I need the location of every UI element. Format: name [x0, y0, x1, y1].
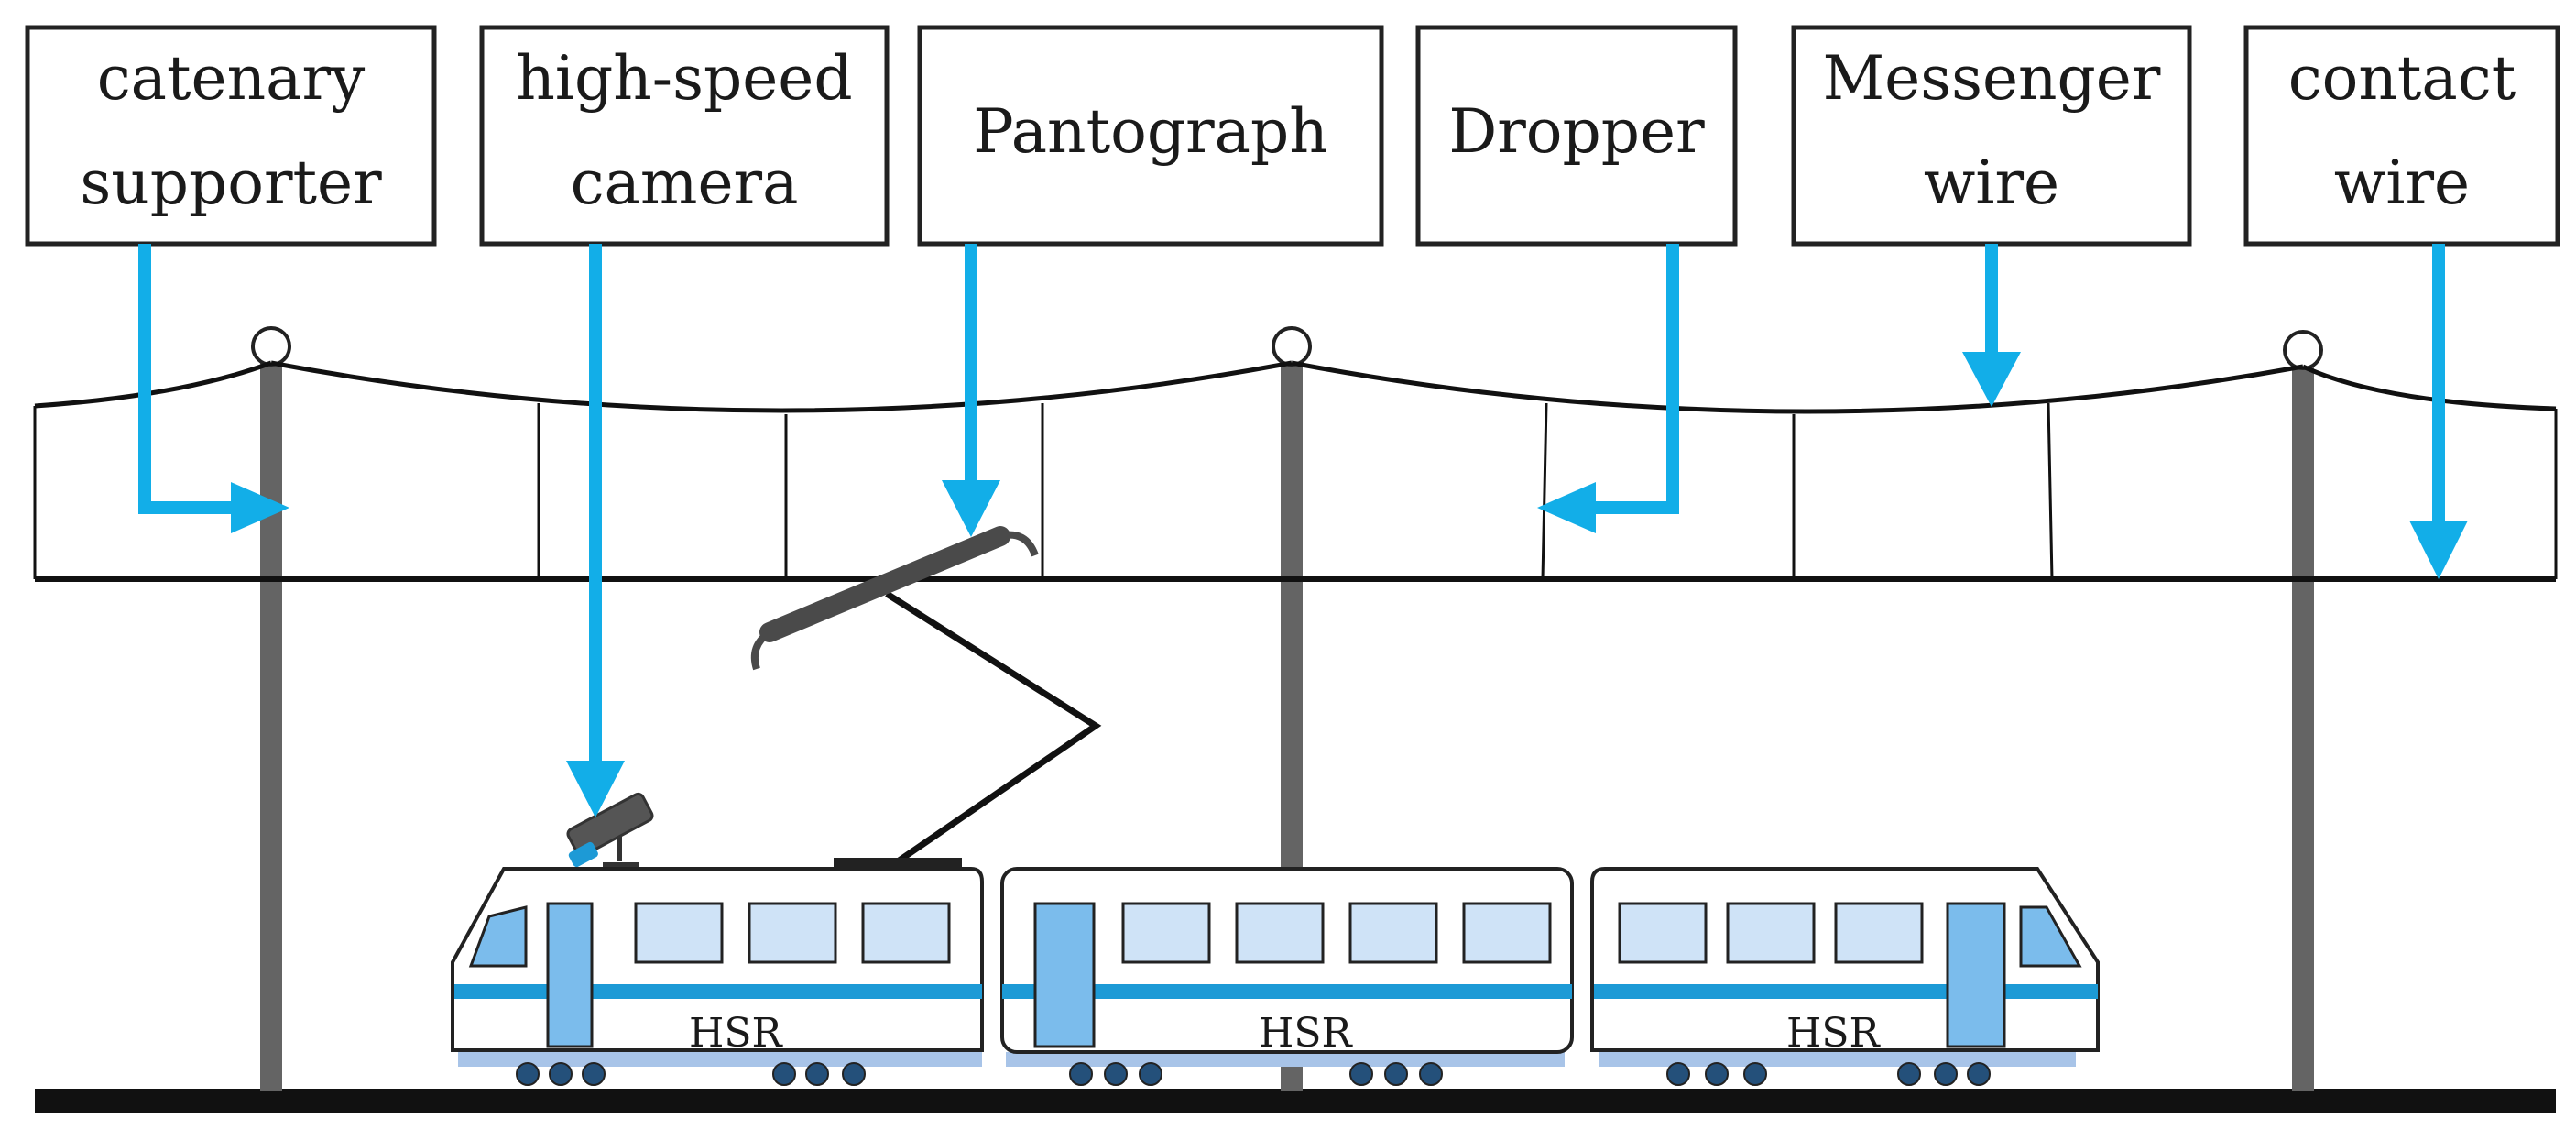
label-box-messenger-wire: Messenger wire	[1791, 25, 2192, 247]
label-box-catenary-supporter: catenary supporter	[25, 25, 437, 247]
catenary-supporter-line-2: supporter	[80, 148, 382, 218]
train-car-2: HSR	[1000, 867, 1574, 1086]
contact-wire-line-1: contact	[2288, 43, 2516, 114]
arrow-dropper	[1583, 244, 1679, 514]
train-car-1: HSR	[451, 867, 984, 1086]
pole-1	[251, 326, 291, 1091]
label-box-high-speed-camera: high-speed camera	[479, 25, 890, 247]
messenger-wire-line-1: Messenger	[1823, 43, 2161, 114]
dropper-label: Dropper	[1448, 96, 1705, 167]
catenary-supporter-line-1: catenary	[97, 43, 366, 114]
label-box-contact-wire: contact wire	[2243, 25, 2560, 247]
leader-arrows	[138, 244, 2445, 766]
car-2-label: HSR	[1259, 1010, 1354, 1057]
messenger-wire-line-2: wire	[1924, 148, 2059, 218]
high-speed-camera-line-1: high-speed	[516, 43, 852, 114]
label-box-dropper: Dropper	[1415, 25, 1738, 247]
pantograph-label: Pantograph	[973, 96, 1327, 167]
pole-3	[2283, 330, 2323, 1091]
droppers	[33, 402, 2558, 580]
contact-wire-line-2: wire	[2334, 148, 2470, 218]
ground-rail	[35, 1089, 2556, 1113]
pantograph	[750, 526, 1102, 869]
arrowheads	[231, 352, 2468, 817]
label-box-pantograph: Pantograph	[917, 25, 1384, 247]
camera-device	[566, 792, 654, 868]
messenger-wire	[34, 360, 2557, 414]
car-1-label: HSR	[689, 1010, 784, 1057]
car-3-label: HSR	[1786, 1010, 1882, 1057]
high-speed-camera-line-2: camera	[571, 148, 799, 218]
arrow-catenary-supporter	[138, 244, 240, 514]
train-car-3: HSR	[1590, 867, 2100, 1086]
